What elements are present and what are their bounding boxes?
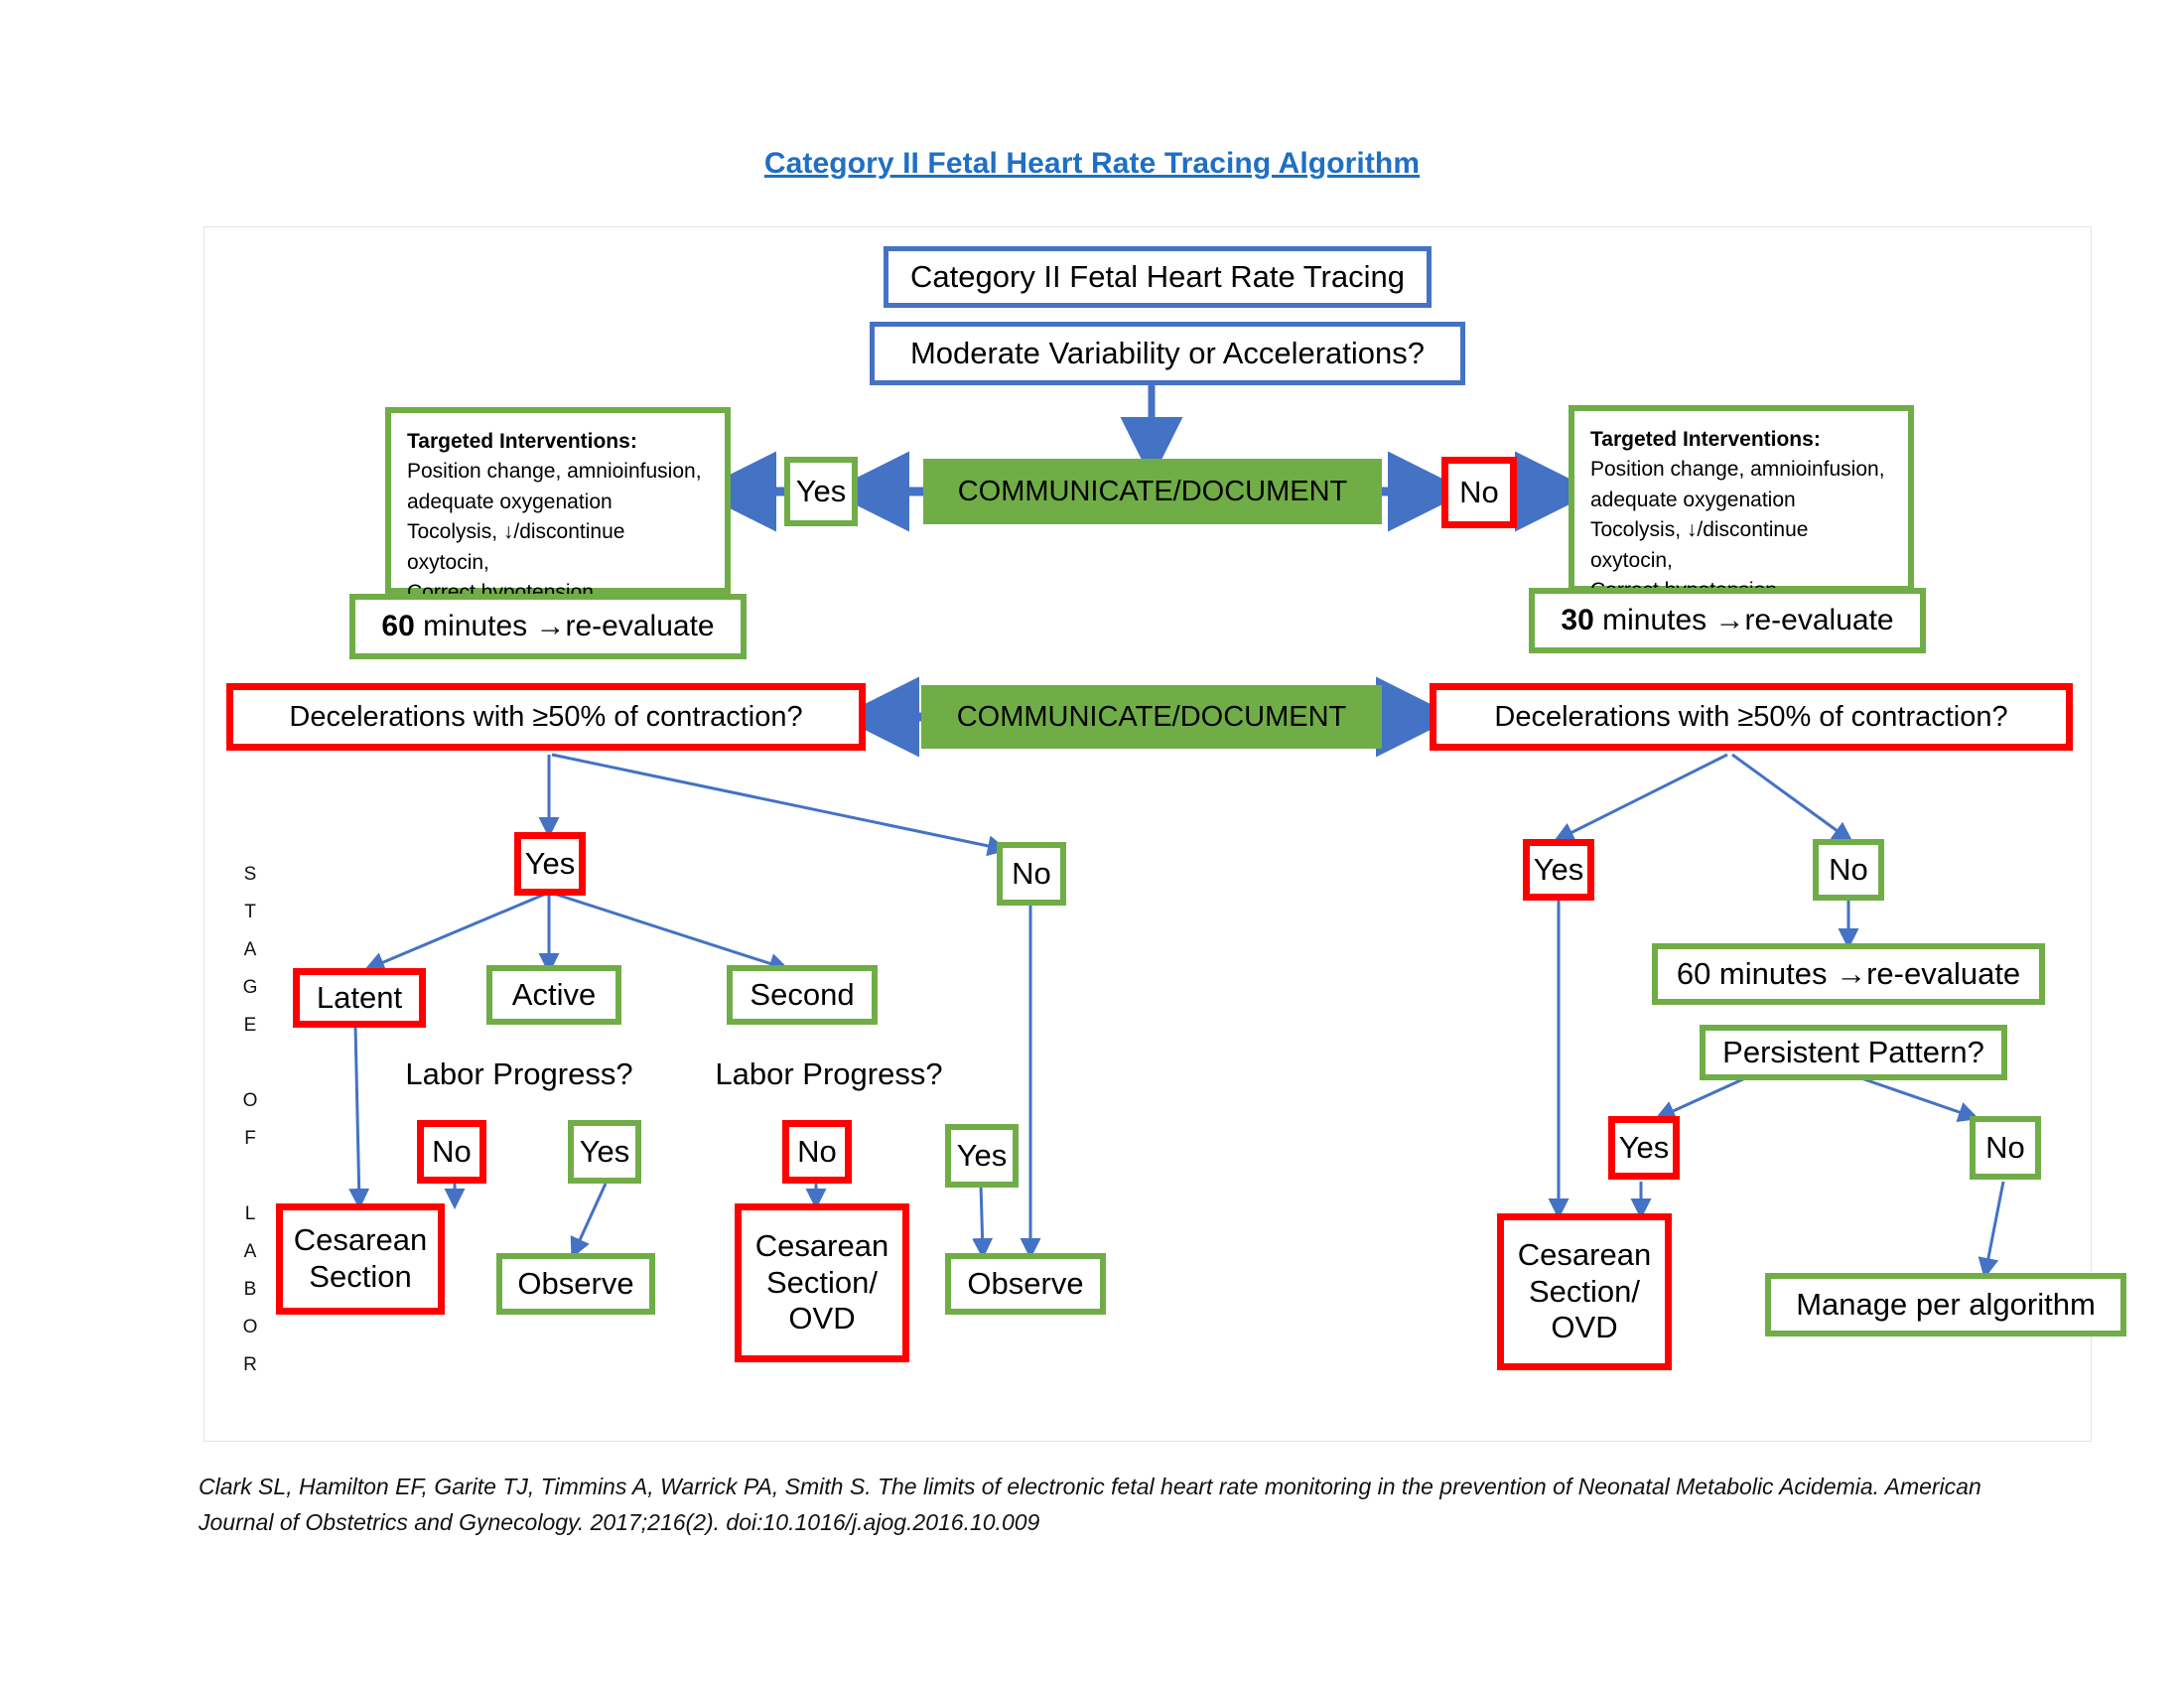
node-stage-latent[interactable]: Latent (293, 968, 426, 1028)
axis-letter: S (243, 864, 257, 885)
node-cesarean-ovd-right[interactable]: Cesarean Section/ OVD (1497, 1213, 1672, 1370)
node-right-yes[interactable]: Yes (1523, 839, 1594, 901)
label-labor-progress-1: Labor Progress? (395, 1053, 643, 1096)
page-title: Category II Fetal Heart Rate Tracing Alg… (763, 147, 1421, 180)
interventions-right-line3: Tocolysis, ↓/discontinue oxytocin, (1590, 518, 1809, 572)
node-yes-top[interactable]: Yes (784, 457, 858, 526)
axis-letter: A (243, 1241, 257, 1262)
reevaluate-left-rest: minutes →re-evaluate (414, 610, 715, 643)
node-observe-2[interactable]: Observe (945, 1253, 1106, 1315)
node-no-top[interactable]: No (1441, 457, 1517, 528)
axis-letter: L (244, 1203, 256, 1224)
axis-letter: F (244, 1128, 256, 1149)
interventions-left-line1: Position change, amnioinfusion, (407, 460, 702, 484)
axis-letter: O (242, 1090, 258, 1111)
reevaluate-right-rest: minutes →re-evaluate (1593, 604, 1894, 637)
node-right-no[interactable]: No (1813, 839, 1884, 901)
node-left-no[interactable]: No (997, 842, 1066, 906)
node-labor-progress-2-no[interactable]: No (782, 1120, 852, 1184)
node-stage-active[interactable]: Active (486, 965, 621, 1025)
reevaluate-right-minutes: 30 (1561, 604, 1594, 637)
interventions-left-line2: adequate oxygenation (407, 490, 613, 513)
node-decelerations-question-right[interactable]: Decelerations with ≥50% of contraction? (1430, 683, 2073, 751)
node-labor-progress-1-yes[interactable]: Yes (568, 1120, 641, 1184)
node-reevaluate-right[interactable]: 30 minutes →re-evaluate (1529, 588, 1926, 653)
node-communicate-document-2[interactable]: COMMUNICATE/DOCUMENT (921, 685, 1382, 749)
node-manage-per-algorithm[interactable]: Manage per algorithm (1765, 1273, 2126, 1336)
axis-letter: B (243, 1279, 257, 1300)
node-communicate-document-1[interactable]: COMMUNICATE/DOCUMENT (923, 459, 1382, 524)
node-right-reevaluate-60[interactable]: 60 minutes →re-evaluate (1652, 943, 2045, 1005)
interventions-right-heading: Targeted Interventions: (1590, 428, 1821, 451)
axis-letter: R (243, 1354, 257, 1375)
axis-gap (230, 1158, 270, 1196)
node-persistent-pattern-no[interactable]: No (1970, 1116, 2041, 1180)
node-targeted-interventions-right[interactable]: Targeted Interventions: Position change,… (1569, 405, 1914, 602)
node-cesarean-section[interactable]: Cesarean Section (276, 1203, 445, 1315)
reevaluate-left-minutes: 60 (381, 610, 415, 643)
interventions-right-line1: Position change, amnioinfusion, (1590, 458, 1885, 482)
node-moderate-variability-question[interactable]: Moderate Variability or Accelerations? (870, 322, 1465, 385)
interventions-right-line2: adequate oxygenation (1590, 488, 1796, 511)
node-observe-1[interactable]: Observe (496, 1253, 655, 1315)
node-targeted-interventions-left[interactable]: Targeted Interventions: Position change,… (385, 407, 731, 604)
axis-letter: O (242, 1317, 258, 1337)
stage-of-labor-axis-label: S T A G E O F L A B O R (230, 856, 270, 1384)
axis-letter: A (243, 939, 257, 960)
axis-gap (230, 1045, 270, 1082)
node-root-category-II[interactable]: Category II Fetal Heart Rate Tracing (884, 246, 1432, 308)
node-decelerations-question-left[interactable]: Decelerations with ≥50% of contraction? (226, 683, 866, 751)
node-persistent-pattern-question[interactable]: Persistent Pattern? (1700, 1025, 2007, 1080)
axis-letter: G (242, 977, 258, 998)
axis-letter: E (243, 1015, 257, 1036)
node-persistent-pattern-yes[interactable]: Yes (1608, 1116, 1680, 1180)
node-labor-progress-2-yes[interactable]: Yes (945, 1124, 1019, 1188)
interventions-left-heading: Targeted Interventions: (407, 430, 637, 453)
axis-letter: T (244, 902, 256, 922)
node-labor-progress-1-no[interactable]: No (417, 1120, 486, 1184)
interventions-left-line3: Tocolysis, ↓/discontinue oxytocin, (407, 520, 625, 574)
label-labor-progress-2: Labor Progress? (705, 1053, 953, 1096)
node-left-yes[interactable]: Yes (514, 832, 586, 896)
node-stage-second[interactable]: Second (727, 965, 878, 1025)
node-reevaluate-left[interactable]: 60 minutes →re-evaluate (349, 594, 747, 659)
citation-text: Clark SL, Hamilton EF, Garite TJ, Timmin… (199, 1474, 1981, 1535)
node-cesarean-ovd-left[interactable]: Cesarean Section/ OVD (735, 1203, 909, 1362)
